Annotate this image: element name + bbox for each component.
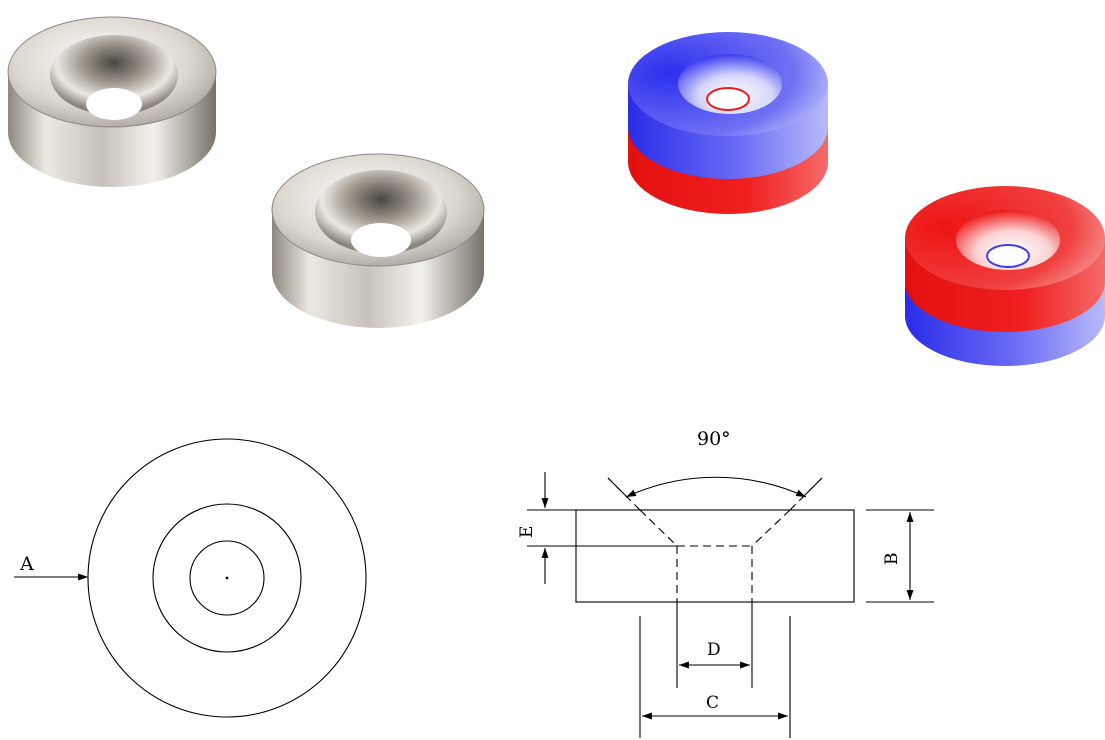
nickel-ring-magnet-1 [7,16,217,187]
pole-magnet-blue-top [628,32,828,214]
pole-magnet-red-top [905,186,1105,366]
magnet-section-body [575,509,855,603]
dim-label-e: E [517,526,537,538]
hole-circle [189,540,265,616]
dim-label-d: D [707,640,721,660]
dim-label-a: A [19,553,34,575]
angle-90-arc [625,476,807,498]
outer-diameter-circle [87,438,367,718]
dim-label-b: B [882,553,902,566]
side-view-drawing [527,472,934,738]
angle-label: 90° [697,428,731,450]
top-view-drawing [14,438,367,718]
nickel-ring-magnet-2 [271,153,485,328]
dim-label-c: C [706,693,719,713]
countersink-hidden-lines [607,477,823,602]
center-point [225,576,229,580]
countersink-circle [152,503,302,653]
